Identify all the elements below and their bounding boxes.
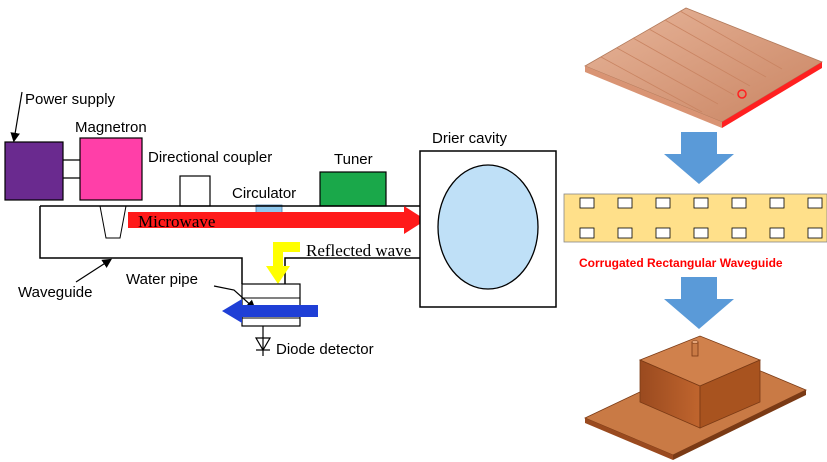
reflected-wave-label: Reflected wave [306, 241, 411, 260]
cavity-ellipse [437, 164, 539, 290]
drier-cavity-label: Drier cavity [432, 130, 508, 147]
corrugation-slot [769, 197, 785, 209]
flow-arrow-down-2 [664, 277, 734, 329]
corrugation-slot [731, 227, 747, 239]
magnetron-box [79, 137, 143, 201]
circulator-label: Circulator [232, 185, 296, 202]
power-supply-pointer [10, 91, 23, 143]
corrugated-waveguide-strip [563, 193, 827, 243]
diode-symbol [254, 337, 272, 352]
microwave-arrow [128, 206, 426, 234]
tuner-label: Tuner [334, 151, 373, 168]
power-supply-label: Power supply [25, 91, 116, 108]
corrugation-slot [693, 227, 709, 239]
waveguide-label: Waveguide [18, 284, 93, 301]
corrugation-slot [579, 197, 595, 209]
reflected-wave-arrow [266, 242, 300, 284]
corrugation-slot [731, 197, 747, 209]
corrugation-slot [655, 197, 671, 209]
flow-arrow-down-1 [664, 132, 734, 184]
directional-coupler-port [179, 175, 211, 207]
corrugated-plate-model [584, 7, 823, 128]
copper-cavity-model [584, 335, 807, 460]
magnetron-label: Magnetron [75, 119, 147, 136]
magnetron-antenna [99, 205, 127, 239]
corrugated-waveguide-label: Corrugated Rectangular Waveguide [579, 256, 783, 270]
water-pipe-label: Water pipe [126, 271, 198, 288]
corrugation-slot [617, 197, 633, 209]
water-pipe-arrow [222, 299, 318, 323]
corrugation-slot [693, 197, 709, 209]
power-supply-box [4, 141, 64, 201]
diode-detector-label: Diode detector [276, 341, 374, 358]
waveguide-outline [39, 205, 420, 284]
microwave-label: Microwave [138, 212, 215, 231]
corrugation-slot [617, 227, 633, 239]
corrugation-slot [579, 227, 595, 239]
corrugation-slot [769, 227, 785, 239]
corrugation-slot [655, 227, 671, 239]
water-pipe-pointer [213, 285, 256, 310]
directional-coupler-label: Directional coupler [148, 149, 272, 166]
corrugation-slot [807, 227, 823, 239]
tuner-box [319, 171, 387, 207]
waveguide-pointer [75, 258, 113, 283]
corrugation-slot [807, 197, 823, 209]
